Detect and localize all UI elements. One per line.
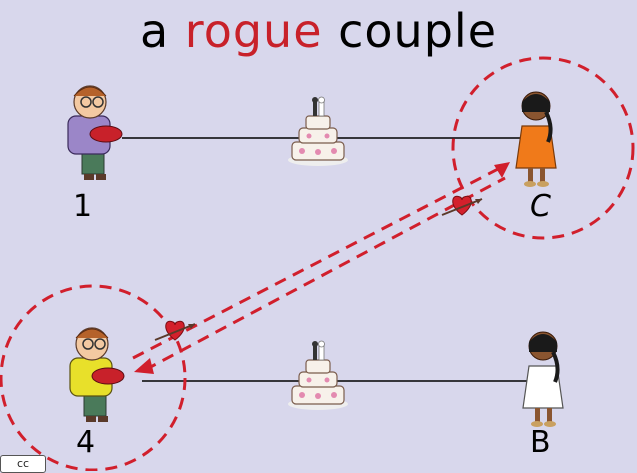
title-prefix: a <box>139 4 185 58</box>
dashed-line-to-c <box>132 166 501 360</box>
page-title: a rogue couple <box>0 4 637 58</box>
heart-arrow-icon <box>441 195 483 216</box>
wedding-cake-bottom <box>287 340 349 411</box>
girl-figure-b <box>522 331 564 427</box>
wedding-cake-top <box>287 96 349 167</box>
label-man-1: 1 <box>73 189 93 224</box>
dashed-line-to-4 <box>144 176 506 372</box>
arrowhead-4 <box>134 358 154 374</box>
dashed-circle-4 <box>0 284 187 471</box>
title-suffix: couple <box>322 4 497 58</box>
label-woman-c: C <box>530 189 551 224</box>
girl-figure-c <box>515 91 557 187</box>
boy-figure-1 <box>67 85 123 180</box>
label-woman-b: B <box>530 425 551 460</box>
label-man-4: 4 <box>76 425 96 460</box>
boy-figure-4 <box>69 327 125 422</box>
dashed-circle-c <box>451 56 635 240</box>
cc-license-badge[interactable]: cc <box>0 455 46 473</box>
title-highlight: rogue <box>184 4 323 58</box>
arrowhead-c <box>494 162 510 178</box>
